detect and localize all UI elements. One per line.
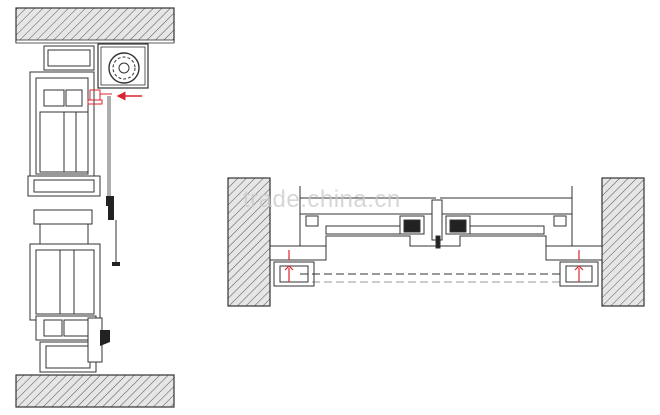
bottom-seal: [100, 330, 110, 346]
bottom-wall: [15, 374, 175, 408]
meeting-stile: [431, 199, 443, 249]
roller-box-icon: [97, 43, 149, 89]
red-marker: [284, 250, 584, 282]
left-wall: [227, 177, 271, 307]
vertical-section: [15, 7, 175, 408]
right-frame-profile: [439, 186, 603, 287]
right-wall: [601, 177, 645, 307]
seal-detail: [87, 89, 112, 105]
top-wall: [15, 7, 175, 43]
pull-cord: [106, 96, 120, 266]
watermark: trade.china.cn: [243, 186, 401, 213]
horizontal-section: [227, 177, 645, 307]
frame-profile: [27, 45, 103, 373]
